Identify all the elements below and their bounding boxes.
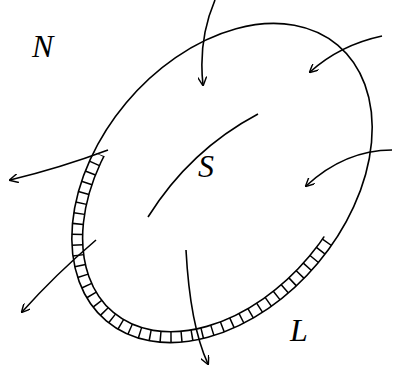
field-label: N bbox=[32, 30, 53, 62]
surface-label: S bbox=[198, 150, 214, 182]
hatched-band bbox=[18, 0, 394, 379]
contour-label: L bbox=[290, 314, 308, 346]
contour-loop bbox=[11, 0, 394, 379]
